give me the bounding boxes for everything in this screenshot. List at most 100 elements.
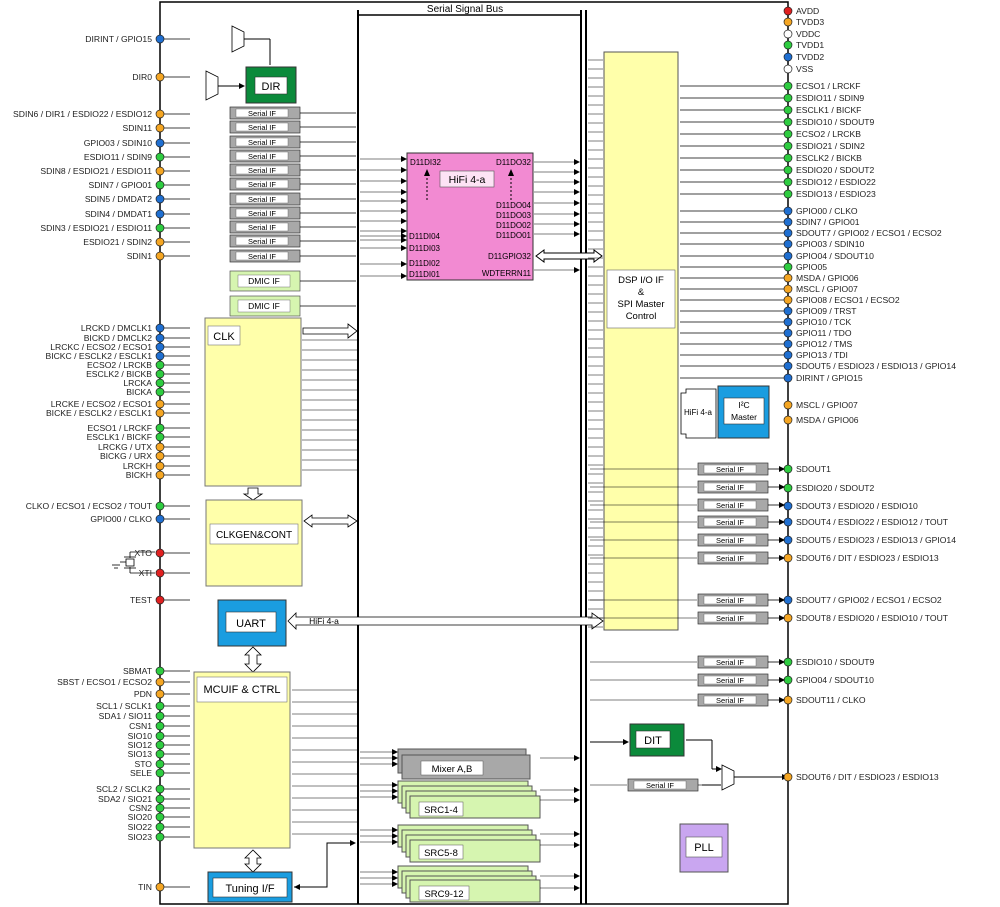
serial-if-label: Serial IF [716,501,744,510]
left-pin-label: XTO [134,548,152,558]
left-pin: SDIN6 / DIR1 / ESDIO22 / ESDIO12 [13,109,190,119]
right-pin: ESCLK2 / BICKB [680,153,862,163]
left-pin: XTI [139,568,190,578]
clk-block: CLK [204,317,302,487]
left-pin-label: CLKO / ECSO1 / ECSO2 / TOUT [26,501,153,511]
mux-top [231,25,245,53]
hifi-block: HiFi 4-a D11DI32 D11DO32 D11DO04 D11DO03… [406,152,534,281]
pin-dot [783,29,793,39]
right-pin: ESCLK1 / BICKF [680,105,861,115]
right-pin: SDOUT11 / CLKO [783,695,866,705]
left-pin: TEST [130,595,190,605]
right-pin: ESDIO10 / SDOUT9 [680,117,875,127]
left-pin: ESCLK2 / BICKB [86,369,190,379]
tuning-label: Tuning I/F [225,883,274,895]
serial-if-label: Serial IF [248,180,276,189]
left-pin-label: XTI [139,568,152,578]
serial-if-label: Serial IF [248,152,276,161]
right-pin-label: ESDIO20 / SDOUT2 [796,165,875,175]
pin-dot [783,657,793,667]
left-pin: LRCKE / ECSO2 / ECSO1 [51,399,190,409]
serial-if-box: Serial IF [590,611,785,625]
serial-if-box: Serial IF [229,249,356,263]
pin-dot [783,117,793,127]
pin-dot [783,52,793,62]
i2c-line2: Master [731,412,757,422]
pin-dot [783,317,793,327]
left-pin-label: SDA2 / SIO21 [98,794,152,804]
dsp-io-block: DSP I/O IF & SPI Master Control [603,51,679,631]
left-pin-label: SCL1 / SCLK1 [96,701,152,711]
right-pin: ESDIO21 / SDIN2 [680,141,865,151]
right-pin: MSCL / GPIO07 [783,400,858,410]
left-pin-label: SBMAT [123,666,153,676]
pin-dot [783,328,793,338]
right-pin-label: SDIN7 / GPIO01 [796,217,860,227]
right-pin: GPIO11 / TDO [680,328,852,338]
pll-label: PLL [694,842,714,854]
right-pin-label: ECSO1 / LRCKF [796,81,860,91]
left-pin-label: LRCKC / ECSO2 / ECSO1 [50,342,152,352]
left-pin: BICKG / URX [100,451,190,461]
left-pin: SDIN4 / DMDAT1 [85,209,190,219]
left-pin-label: STO [134,759,152,769]
right-pin: GPIO08 / ECSO1 / ECSO2 [680,295,900,305]
left-pin-label: GPIO03 / SDIN10 [84,138,153,148]
pin-dot [155,803,165,813]
pin-dot [155,109,165,119]
src1-label: SRC1-4 [424,805,458,816]
right-pin: GPIO00 / CLKO [680,206,858,216]
pin-dot [783,17,793,27]
serial-if-box: Serial IF [229,234,356,248]
power-pin-label: TVDD2 [796,52,824,62]
power-pin-label: VSS [796,64,813,74]
left-pin: LRCKH [123,461,190,471]
right-pin-label: MSCL / GPIO07 [796,400,858,410]
right-pin-label: GPIO04 / SDOUT10 [796,675,874,685]
serial-if-box: Serial IF [229,163,356,177]
left-pin: PDN [134,689,190,699]
mixer-block: Mixer A,B [397,748,531,780]
pin-dot [155,351,165,361]
left-pin-label: SIO12 [128,740,153,750]
pin-dot [783,206,793,216]
hifi-port-wdterr: WDTERRN11 [482,269,532,278]
right-pin: SDOUT7 / GPIO02 / ECSO1 / ECSO2 [680,228,942,238]
right-pin: ESDIO11 / SDIN9 [680,93,864,103]
right-pin-label: ESCLK1 / BICKF [796,105,861,115]
left-pin-label: ESCLK2 / BICKB [86,369,152,379]
dmic-if-label: DMIC IF [248,301,280,311]
left-pin: ECSO2 / LRCKB [87,360,190,370]
pin-dot [783,273,793,283]
left-pin: ESDIO11 / SDIN9 [84,152,190,162]
right-pin: GPIO04 / SDOUT10 [783,675,874,685]
left-pin: LRCKD / DMCLK1 [81,323,190,333]
left-pin-label: BICKH [126,470,152,480]
pin-dot [783,772,793,782]
dir-block: DIR [245,66,297,104]
left-pin-label: LRCKH [123,461,152,471]
power-pin: AVDD [783,6,819,16]
pin-dot [783,228,793,238]
right-pin-label: GPIO00 / CLKO [796,206,858,216]
power-pin: TVDD3 [783,17,824,27]
clkgen-block: CLKGEN&CONT [205,499,303,587]
pin-dot [155,152,165,162]
left-pin-label: DIRINT / GPIO15 [85,34,152,44]
right-pin-label: MSDA / GPIO06 [796,273,859,283]
mcuif-label: MCUIF & CTRL [204,684,281,696]
left-pin: GPIO03 / SDIN10 [84,138,190,148]
left-pin: SIO23 [128,832,190,842]
crystal-symbol [112,551,155,574]
serial-if-box: Serial IF [590,655,785,669]
pin-dot [155,721,165,731]
mux-dir [205,70,219,101]
pin-dot [155,794,165,804]
pin-dot [155,166,165,176]
pin-dot [155,740,165,750]
right-pin-label: GPIO10 / TCK [796,317,852,327]
left-pin-label: SIO20 [128,812,153,822]
left-pin: GPIO00 / CLKO [90,514,190,524]
right-pin: GPIO04 / SDOUT10 [680,251,874,261]
left-pin: ESCLK1 / BICKF [87,432,190,442]
